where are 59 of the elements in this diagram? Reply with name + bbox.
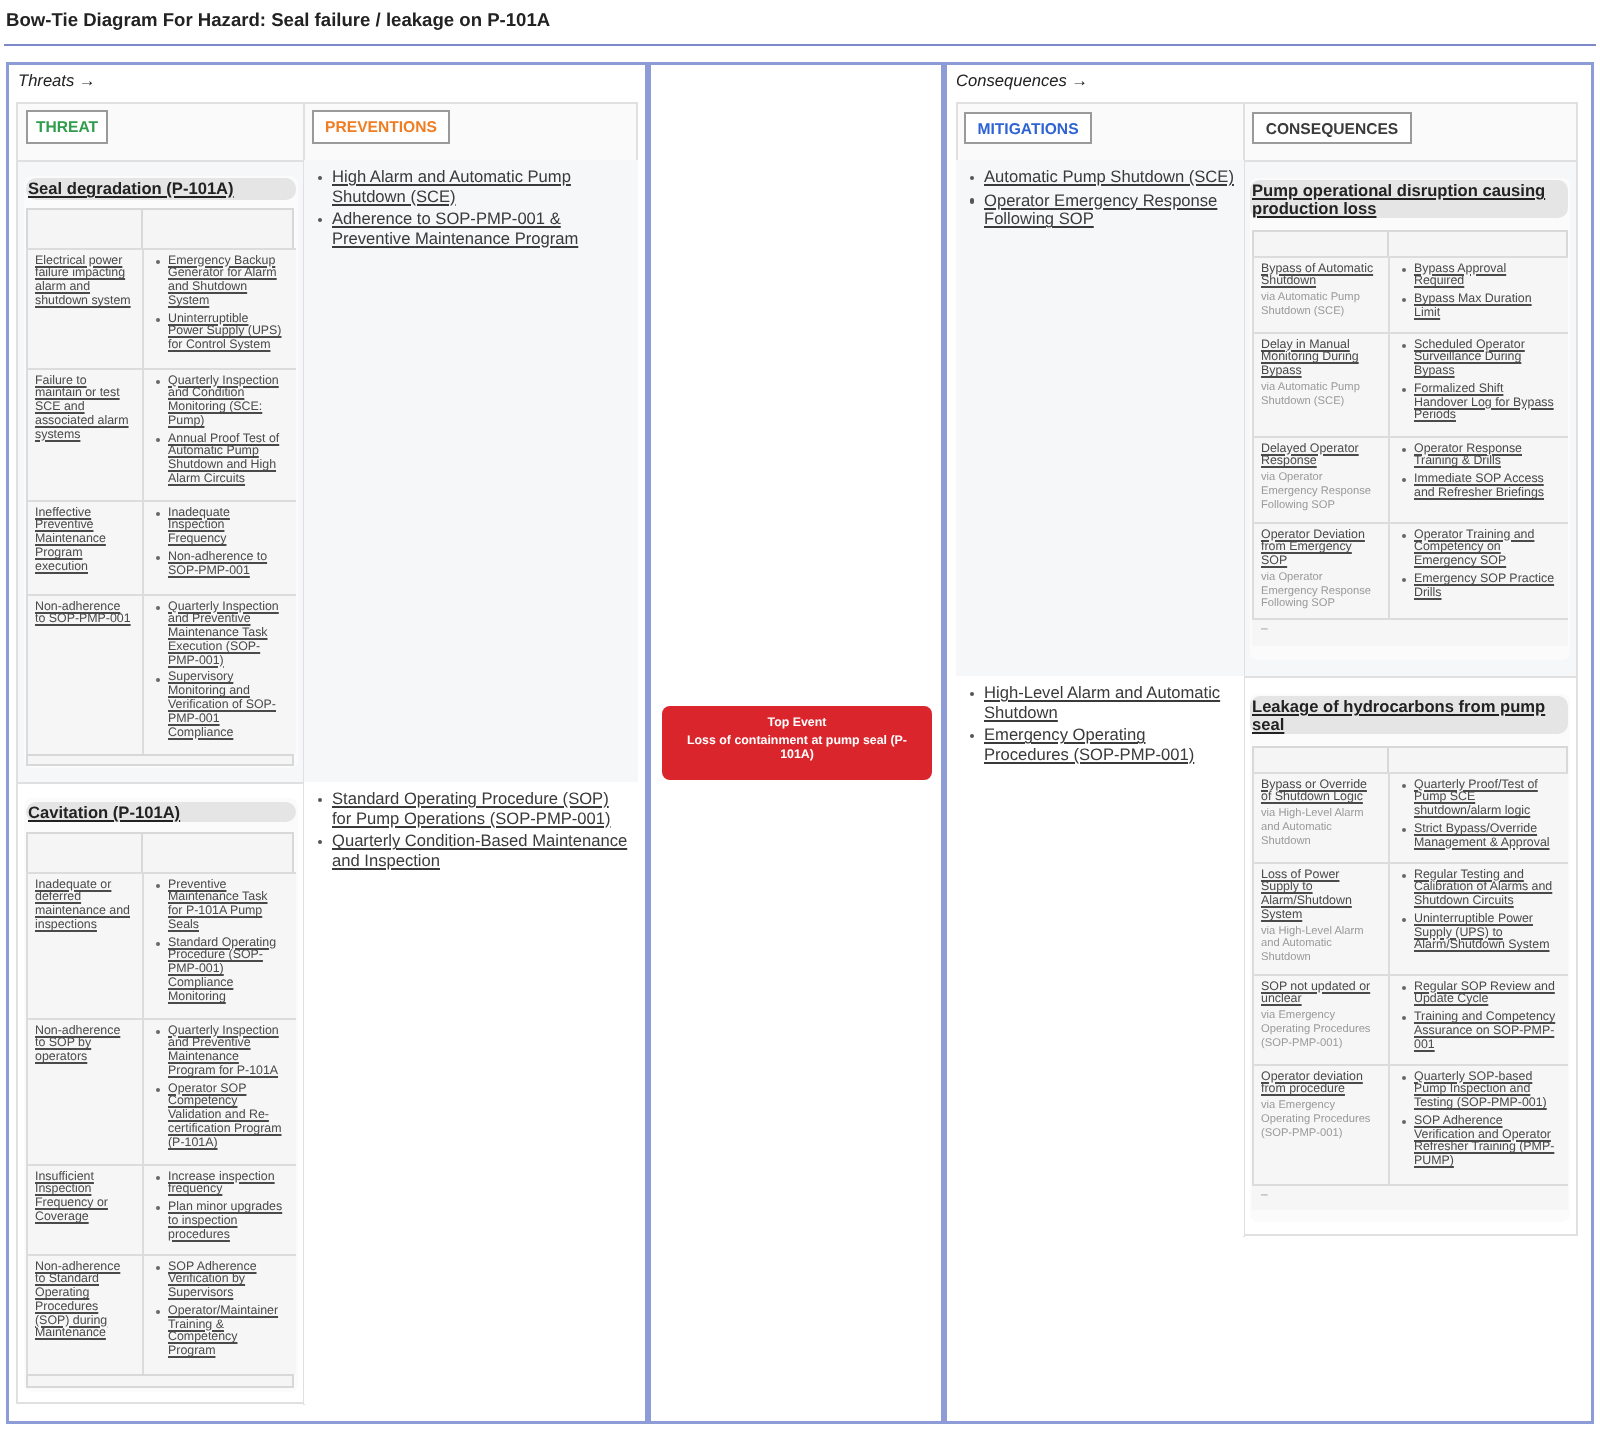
barrier-cell <box>1388 332 1568 436</box>
mitigation-link: Emergency Operating Procedures (SOP-PMP-001) <box>968 726 1235 765</box>
prevention-link: Standard Operating Procedure (SOP) for Pump Operations (SOP-PMP-001) <box>316 790 630 829</box>
barrier-cell <box>142 368 296 500</box>
cause-cell <box>1252 772 1388 862</box>
barrier-cell <box>1388 1064 1568 1184</box>
cause-cell <box>26 1164 142 1254</box>
cause-cell <box>26 1018 142 1164</box>
barrier-cell <box>142 1018 296 1164</box>
cause-cell <box>26 594 142 754</box>
barrier-cell <box>1388 974 1568 1064</box>
card-title: Cavitation (P-101A) <box>26 802 296 822</box>
mitigation-link: Automatic Pump Shutdown (SCE) <box>968 168 1235 188</box>
cause-cell <box>1252 1064 1388 1184</box>
barrier-cell <box>142 248 296 368</box>
bowtie-panel <box>6 62 648 1424</box>
bowtie-panel <box>944 62 1594 1424</box>
cause-cell <box>26 872 142 1018</box>
cause-cell <box>26 1254 142 1374</box>
footer-cell <box>1252 1184 1568 1210</box>
top-event-panel <box>648 62 944 1424</box>
card-title: Leakage of hydrocarbons from pump seal <box>1250 696 1568 734</box>
barrier-cell <box>1388 772 1568 862</box>
cause-cell <box>1252 332 1388 436</box>
barrier-cell <box>142 594 296 754</box>
hazard-card <box>1250 694 1570 1222</box>
prevention-cell <box>304 160 638 782</box>
card-title: Pump operational disruption causing production loss <box>1250 180 1568 218</box>
cause-cell <box>26 500 142 594</box>
hazard-card <box>1250 178 1570 660</box>
barrier-cell <box>142 500 296 594</box>
cause-cell <box>1252 436 1388 522</box>
panel-heading: Threats → <box>18 70 96 90</box>
panel-heading: Consequences → <box>956 70 1088 90</box>
cause-cell <box>1252 256 1388 332</box>
cause-cell <box>1252 522 1388 618</box>
prevention-link: Adherence to SOP-PMP-001 & Preventive Maintenance Program <box>316 210 630 249</box>
prevention-link: High Alarm and Automatic Pump Shutdown (SCE) <box>316 168 630 207</box>
barrier-cell <box>142 872 296 1018</box>
mitigation-link: High-Level Alarm and Automatic Shutdown <box>968 684 1235 723</box>
footer-cell <box>1252 618 1568 646</box>
mitigation-link: Operator Emergency Response Following SOP <box>968 191 1235 230</box>
mitigation-cell <box>956 160 1244 676</box>
cause-cell <box>26 248 142 368</box>
barrier-cell <box>1388 522 1568 618</box>
barrier-cell <box>142 1254 296 1374</box>
hazard-card <box>24 176 298 768</box>
barrier-cell <box>1388 862 1568 974</box>
barrier-cell <box>1388 436 1568 522</box>
cause-cell <box>1252 974 1388 1064</box>
cause-cell <box>26 368 142 500</box>
top-event-box <box>662 706 932 780</box>
barrier-cell <box>1388 256 1568 332</box>
barrier-cell <box>142 1164 296 1254</box>
hazard-card <box>24 798 298 1392</box>
diagram-title: Bow-Tie Diagram For Hazard: Seal failure / leakage on P-101A <box>6 10 551 32</box>
card-title: Seal degradation (P-101A) <box>26 178 296 200</box>
cause-cell <box>1252 862 1388 974</box>
prevention-link: Quarterly Condition-Based Maintenance and Inspection <box>316 832 630 871</box>
